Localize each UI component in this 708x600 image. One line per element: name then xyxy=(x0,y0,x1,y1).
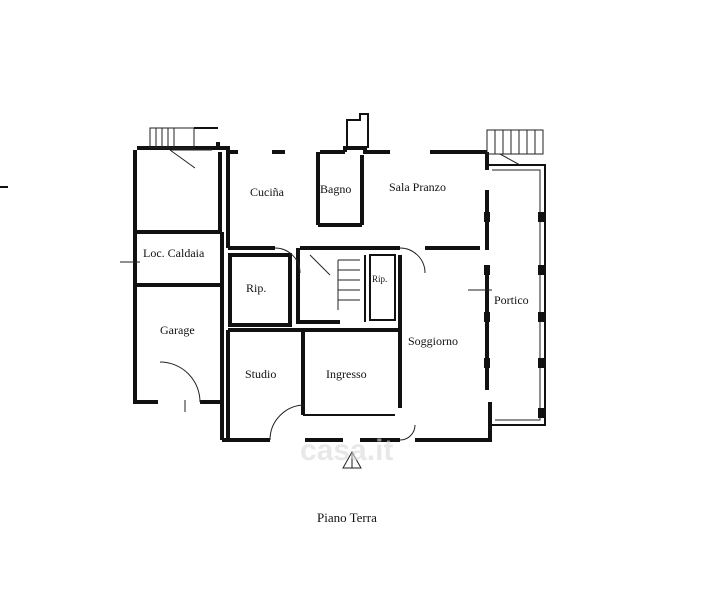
portico-columns xyxy=(484,212,544,418)
room-labels: Cuciña Bagno Sala Pranzo Loc. Caldaia Ri… xyxy=(143,180,529,381)
watermark: casa.it xyxy=(300,434,393,467)
label-ingresso: Ingresso xyxy=(326,367,367,381)
label-bagno: Bagno xyxy=(320,182,351,196)
label-rip-small: Rip. xyxy=(372,274,387,284)
label-loc-caldaia: Loc. Caldaia xyxy=(143,246,205,260)
outer-walls xyxy=(133,113,546,442)
door-marks xyxy=(120,247,492,441)
label-soggiorno: Soggiorno xyxy=(408,334,458,348)
label-studio: Studio xyxy=(245,367,276,381)
plan-caption: Piano Terra xyxy=(317,510,377,525)
label-rip-left: Rip. xyxy=(246,281,266,295)
stairs-top-right xyxy=(486,129,544,166)
label-sala-pranzo: Sala Pranzo xyxy=(389,180,446,194)
label-portico: Portico xyxy=(494,293,529,307)
stairs-top-left xyxy=(149,127,218,169)
label-cucina: Cuciña xyxy=(250,185,285,199)
interior-walls xyxy=(135,152,480,440)
label-garage: Garage xyxy=(160,323,195,337)
